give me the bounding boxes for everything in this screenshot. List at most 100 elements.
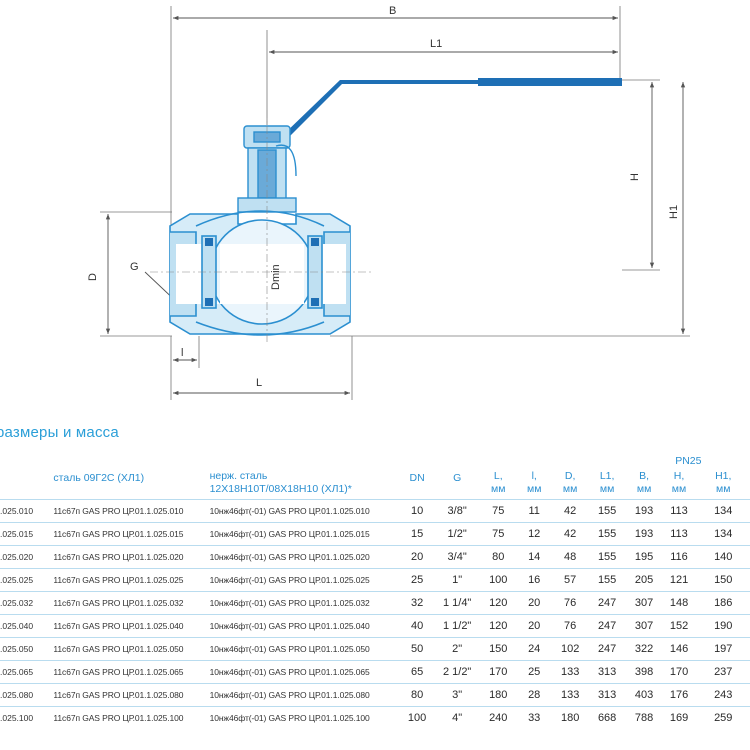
- table-row: .025.065 11с67п GAS PRO ЦР.01.1.025.065 …: [0, 660, 750, 684]
- cell-stainless: 10нж46фт(-01) GAS PRO ЦР.01.1.025.020: [209, 545, 401, 569]
- cell-steel: 11с67п GAS PRO ЦР.01.1.025.025: [53, 568, 210, 592]
- cell-l1: 313: [587, 683, 627, 707]
- cell-h: 170: [661, 660, 697, 684]
- cell-steel: 11с67п GAS PRO ЦР.01.1.025.065: [53, 660, 210, 684]
- section-title: размеры и масса: [0, 424, 119, 441]
- cell-h1: 197: [696, 637, 750, 661]
- center-lines: [150, 110, 372, 345]
- cell-l-big: 100: [480, 568, 516, 592]
- dim-label-h: H: [629, 173, 641, 181]
- cell-h: 176: [661, 683, 697, 707]
- cell-dn: 50: [400, 637, 434, 661]
- cell-dn: 20: [400, 545, 434, 569]
- cell-l-small: 20: [515, 614, 553, 638]
- header-g: G: [433, 470, 481, 500]
- cell-h: 169: [661, 706, 697, 729]
- cell-g: 4": [433, 706, 481, 729]
- cell-h1: 134: [696, 499, 750, 523]
- cell-l-small: 28: [515, 683, 553, 707]
- cell-dn: 25: [400, 568, 434, 592]
- cell-l-small: 20: [515, 591, 553, 615]
- table-row: .025.050 11с67п GAS PRO ЦР.01.1.025.050 …: [0, 637, 750, 661]
- cell-d: 48: [552, 545, 588, 569]
- cell-h1: 140: [696, 545, 750, 569]
- cell-steel: 11с67п GAS PRO ЦР.01.1.025.020: [53, 545, 210, 569]
- cell-l-small: 14: [515, 545, 553, 569]
- header-h1: H1,мм: [696, 470, 750, 500]
- dim-label-l-small: l: [181, 347, 183, 359]
- cell-g: 2 1/2": [433, 660, 481, 684]
- ball-valve-drawing: B L1 H H1 D G Dmin l L: [87, 5, 690, 400]
- table-row: .025.025 11с67п GAS PRO ЦР.01.1.025.025 …: [0, 568, 750, 592]
- cell-code: .025.100: [0, 706, 54, 729]
- header-h: H,мм: [661, 470, 697, 500]
- cell-dn: 15: [400, 522, 434, 546]
- cell-l-small: 12: [515, 522, 553, 546]
- cell-code: .025.020: [0, 545, 54, 569]
- cell-l-big: 170: [480, 660, 516, 684]
- cell-stainless: 10нж46фт(-01) GAS PRO ЦР.01.1.025.080: [209, 683, 401, 707]
- cell-l-small: 11: [515, 499, 553, 523]
- cell-l1: 155: [587, 545, 627, 569]
- cell-d: 76: [552, 614, 588, 638]
- cell-h1: 190: [696, 614, 750, 638]
- cell-l-big: 75: [480, 499, 516, 523]
- cell-b: 307: [626, 591, 662, 615]
- cell-stainless: 10нж46фт(-01) GAS PRO ЦР.01.1.025.100: [209, 706, 401, 729]
- dim-label-l1: L1: [430, 38, 442, 50]
- cell-b: 322: [626, 637, 662, 661]
- cell-b: 195: [626, 545, 662, 569]
- cell-l1: 247: [587, 637, 627, 661]
- extension-lines: [100, 6, 690, 400]
- dim-label-g: G: [130, 261, 139, 273]
- cell-l1: 247: [587, 614, 627, 638]
- cell-stainless: 10нж46фт(-01) GAS PRO ЦР.01.1.025.015: [209, 522, 401, 546]
- header-d: D,мм: [552, 470, 588, 500]
- cell-b: 193: [626, 499, 662, 523]
- cell-g: 3/8": [433, 499, 481, 523]
- cell-h1: 237: [696, 660, 750, 684]
- cell-h1: 259: [696, 706, 750, 729]
- cell-b: 193: [626, 522, 662, 546]
- cell-steel: 11с67п GAS PRO ЦР.01.1.025.015: [53, 522, 210, 546]
- cell-g: 1": [433, 568, 481, 592]
- cell-l1: 155: [587, 522, 627, 546]
- table-row: .025.020 11с67п GAS PRO ЦР.01.1.025.020 …: [0, 545, 750, 569]
- table-header-row-pn: PN25: [0, 455, 750, 470]
- cell-stainless: 10нж46фт(-01) GAS PRO ЦР.01.1.025.010: [209, 499, 401, 523]
- cell-d: 180: [552, 706, 588, 729]
- cell-dn: 80: [400, 683, 434, 707]
- header-l-small: l,мм: [515, 470, 553, 500]
- cell-h: 113: [661, 499, 697, 523]
- cell-l-small: 33: [515, 706, 553, 729]
- cell-l1: 247: [587, 591, 627, 615]
- cell-g: 2": [433, 637, 481, 661]
- cell-g: 3/4": [433, 545, 481, 569]
- table-row: .025.032 11с67п GAS PRO ЦР.01.1.025.032 …: [0, 591, 750, 615]
- header-l1: L1,мм: [587, 470, 627, 500]
- cell-dn: 10: [400, 499, 434, 523]
- table-row: .025.040 11с67п GAS PRO ЦР.01.1.025.040 …: [0, 614, 750, 638]
- cell-d: 133: [552, 683, 588, 707]
- cell-code: .025.050: [0, 637, 54, 661]
- cell-h: 116: [661, 545, 697, 569]
- cell-d: 102: [552, 637, 588, 661]
- cell-l1: 313: [587, 660, 627, 684]
- cell-code: .025.025: [0, 568, 54, 592]
- header-b: B,мм: [626, 470, 662, 500]
- cell-stainless: 10нж46фт(-01) GAS PRO ЦР.01.1.025.025: [209, 568, 401, 592]
- table-row: .025.010 11с67п GAS PRO ЦР.01.1.025.010 …: [0, 499, 750, 523]
- dim-label-h1: H1: [668, 205, 680, 219]
- cell-code: .025.010: [0, 499, 54, 523]
- header-steel: сталь 09Г2С (ХЛ1): [53, 470, 210, 500]
- cell-b: 398: [626, 660, 662, 684]
- cell-l-big: 150: [480, 637, 516, 661]
- table-row: .025.080 11с67п GAS PRO ЦР.01.1.025.080 …: [0, 683, 750, 707]
- cell-b: 788: [626, 706, 662, 729]
- cell-dn: 65: [400, 660, 434, 684]
- cell-h: 152: [661, 614, 697, 638]
- header-pn: PN25: [675, 455, 702, 467]
- cell-d: 133: [552, 660, 588, 684]
- cell-l-big: 180: [480, 683, 516, 707]
